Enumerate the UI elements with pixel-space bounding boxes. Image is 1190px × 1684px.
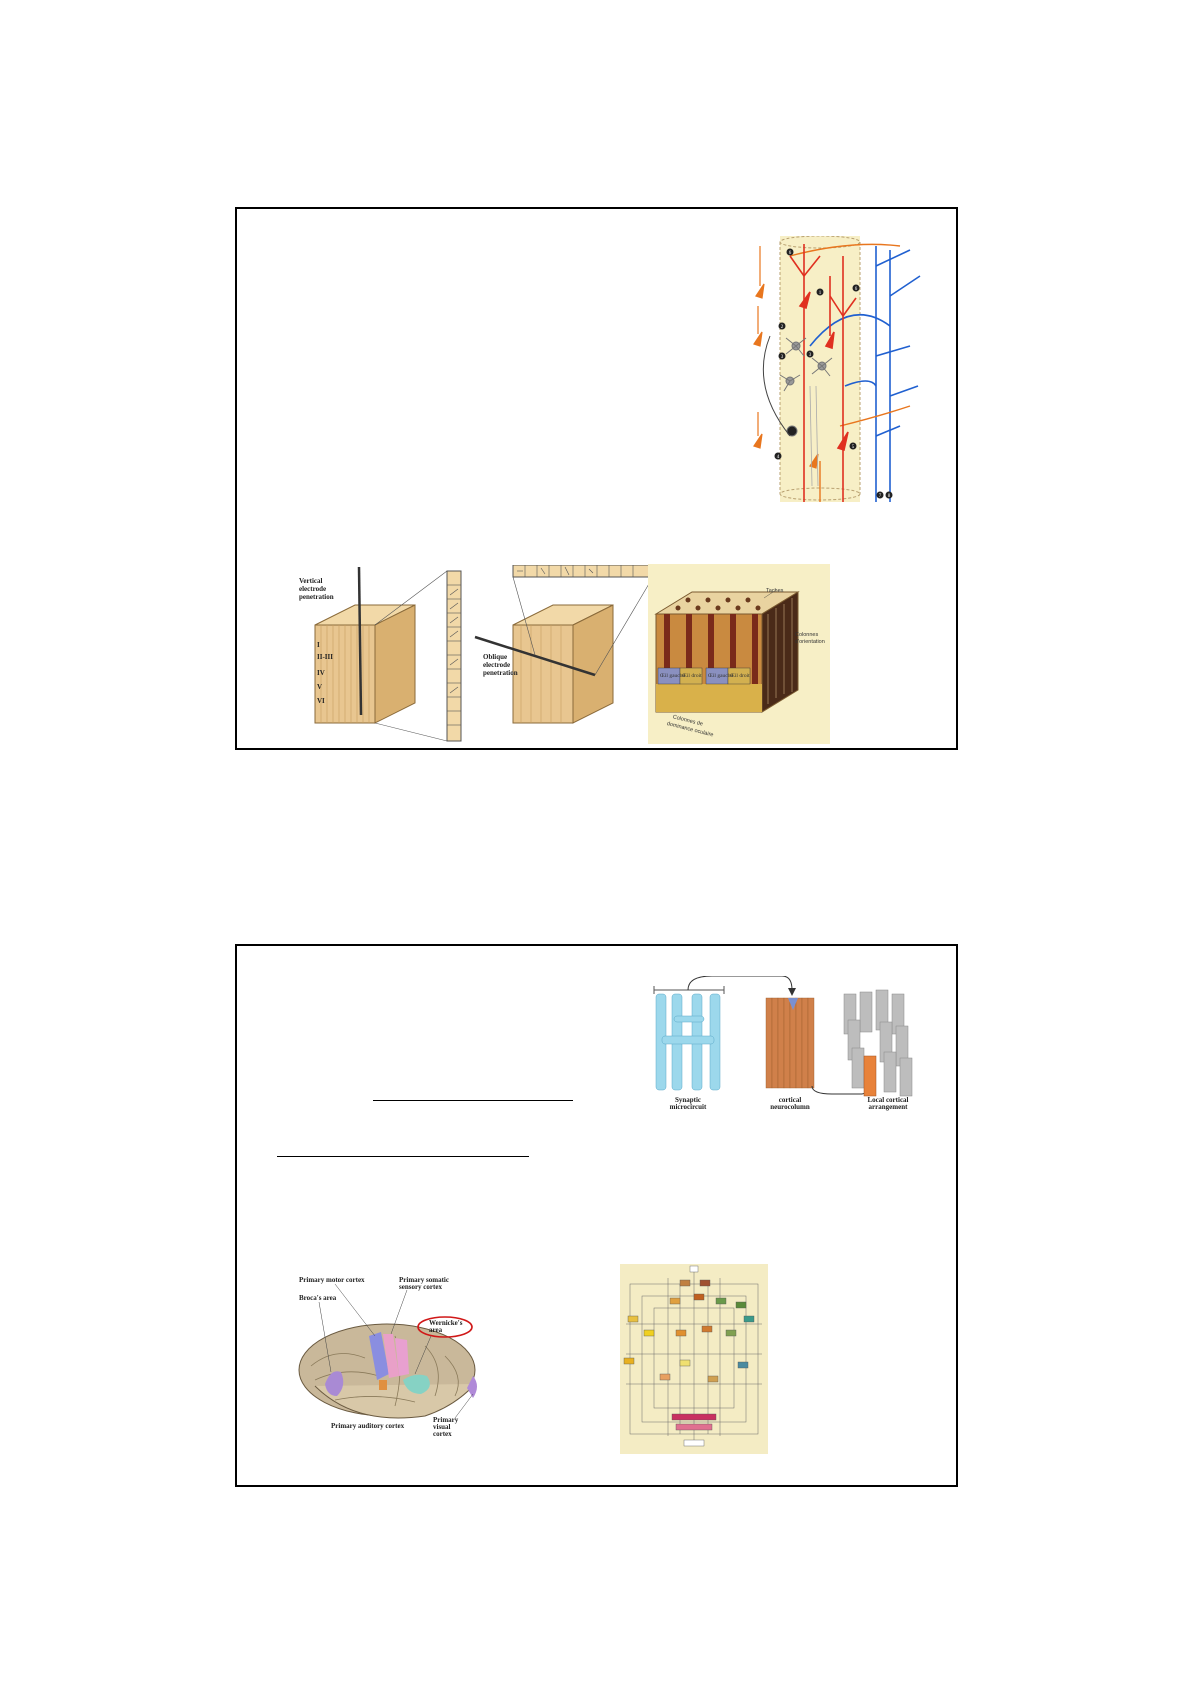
marker-4: 4	[777, 455, 780, 460]
synaptic-label-2: microcircuit	[670, 1103, 707, 1111]
oblique-label-1: Oblique	[483, 653, 507, 661]
vertical-label-1: Vertical	[299, 577, 323, 585]
cortical-column-neuron-diagram: 6 1 6 2 3 3 5 4 7 8	[753, 236, 921, 502]
marker-5: 5	[852, 445, 855, 450]
marker-6b: 6	[855, 287, 858, 292]
layer-vi: VI	[317, 697, 325, 705]
wernicke-label-2: area	[429, 1326, 443, 1334]
blank-line-2	[277, 1156, 529, 1157]
eye-label-1: Œil gauche	[660, 673, 685, 679]
slide-1: 6 1 6 2 3 3 5 4 7 8 Vertical electrode	[235, 207, 958, 750]
marker-3a: 3	[781, 355, 784, 360]
layer-ii-iii: II-III	[317, 653, 333, 661]
arrangement-label-1: Local cortical	[867, 1096, 908, 1104]
taches-label: Taches	[766, 588, 784, 594]
vertical-label-2: electrode	[299, 585, 326, 593]
electrode-penetration-diagram: Vertical electrode penetration I II-III …	[299, 565, 653, 742]
oblique-label-2: electrode	[483, 661, 510, 669]
eye-label-4: Œil droit	[730, 673, 750, 679]
layer-iv: IV	[317, 669, 325, 677]
layer-v: V	[317, 683, 322, 691]
marker-1: 1	[819, 291, 822, 296]
eye-label-2: Œil droit	[682, 673, 702, 679]
neurocolumn-label-2: neurocolumn	[770, 1103, 810, 1111]
vertical-label-3: penetration	[299, 593, 334, 601]
marker-3b: 3	[809, 353, 812, 358]
motor-cortex-label: Primary motor cortex	[299, 1276, 365, 1284]
marker-6a: 6	[789, 251, 792, 256]
oblique-label-3: penetration	[483, 669, 518, 677]
wernicke-label-1: Wernicke's	[429, 1319, 463, 1327]
marker-2: 2	[781, 325, 784, 330]
somatic-cortex-label-1: Primary somatic	[399, 1276, 449, 1284]
eye-label-3: Œil gauche	[708, 673, 733, 679]
orientation-label-2: d'orientation	[795, 639, 825, 645]
synaptic-label-1: Synaptic	[675, 1096, 701, 1104]
marker-7: 7	[879, 494, 882, 499]
brain-areas-diagram: Primary motor cortex Broca's area Primar…	[298, 1276, 477, 1438]
ocular-dominance-columns-diagram: Taches Colonnes d'orientation Œil gauche…	[648, 564, 830, 744]
arrangement-label-2: arrangement	[869, 1103, 909, 1111]
layer-i: I	[317, 641, 320, 649]
visual-hierarchy-diagram	[620, 1264, 768, 1454]
visual-cortex-label-1: Primary	[433, 1416, 459, 1424]
marker-8: 8	[888, 494, 891, 499]
cortical-hierarchy-diagram: Synaptic microcircuit cortical neurocolu…	[653, 976, 913, 1111]
somatic-cortex-label-2: sensory cortex	[399, 1283, 442, 1291]
auditory-cortex-label: Primary auditory cortex	[331, 1422, 405, 1430]
orientation-label-1: Colonnes	[795, 632, 818, 638]
slide-2: Synaptic microcircuit cortical neurocolu…	[235, 944, 958, 1487]
blank-line-1	[373, 1100, 573, 1101]
broca-label: Broca's area	[299, 1294, 337, 1302]
neurocolumn-label-1: cortical	[779, 1096, 802, 1104]
visual-cortex-label-3: cortex	[433, 1430, 452, 1438]
visual-cortex-label-2: visual	[433, 1423, 451, 1431]
